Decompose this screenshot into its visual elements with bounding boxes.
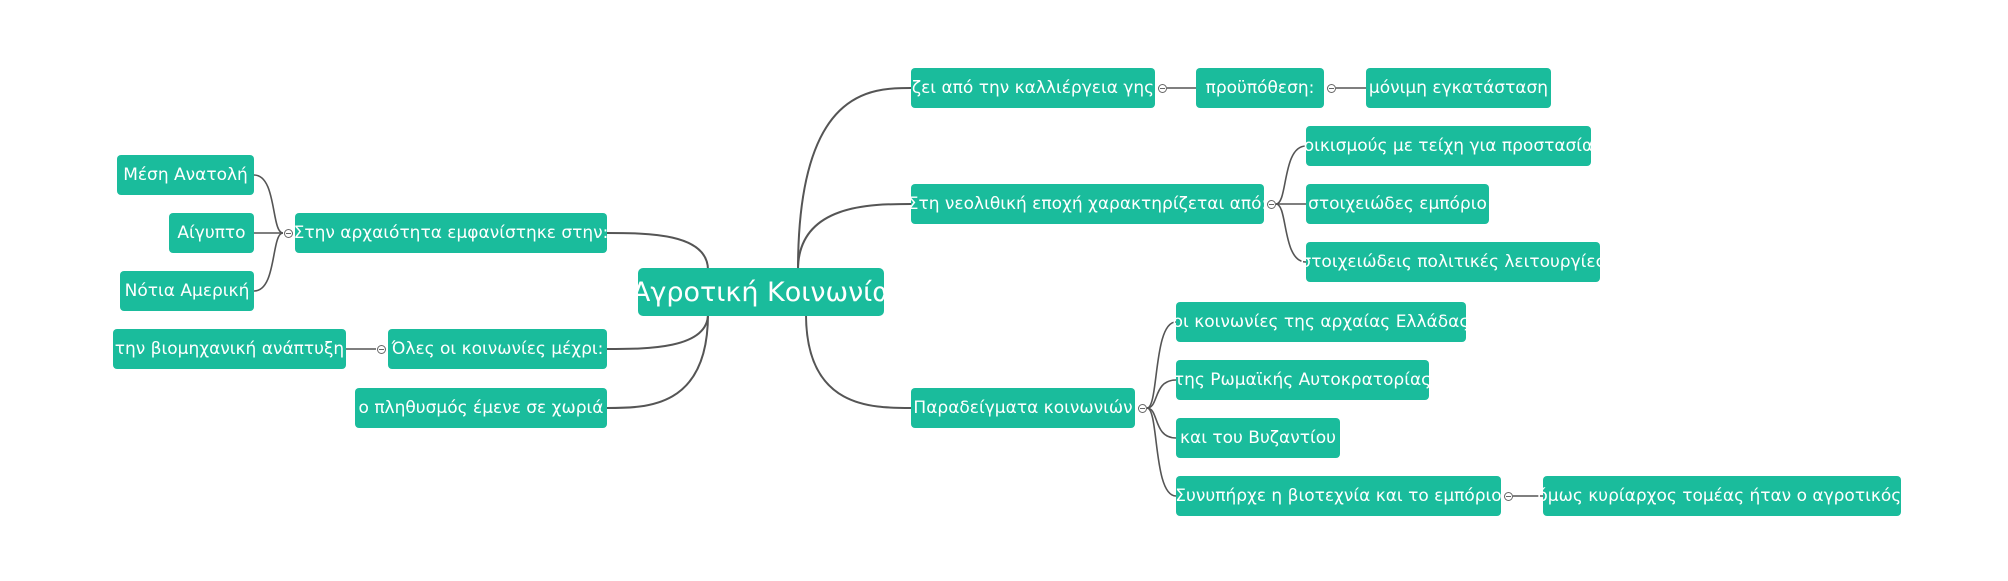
topic-ancient-greece[interactable]: οι κοινωνίες της αρχαίας Ελλάδας xyxy=(1173,302,1469,342)
root-topic[interactable]: Αγροτική Κοινωνία xyxy=(632,268,890,316)
collapse-toggle-n-r0-0[interactable] xyxy=(1326,83,1336,93)
edge-root-n-l0 xyxy=(606,232,709,271)
collapse-toggle-n-r0[interactable] xyxy=(1157,83,1167,93)
edge-n-r1-2 xyxy=(1275,203,1307,263)
topic-middle-east[interactable]: Μέση Ανατολή xyxy=(117,155,254,195)
edge-root-n-r2 xyxy=(805,313,912,409)
topic-basic-trade[interactable]: στοιχειώδες εμπόριο xyxy=(1306,184,1489,224)
edge-root-n-r1 xyxy=(797,203,912,271)
topic-society-examples[interactable]: Παραδείγματα κοινωνιών xyxy=(911,388,1135,428)
edge-n-r2-3 xyxy=(1146,407,1177,497)
topic-egypt[interactable]: Αίγυπτο xyxy=(169,213,254,253)
collapse-toggle-n-r1[interactable] xyxy=(1266,199,1276,209)
edge-n-r2-0 xyxy=(1146,321,1177,409)
topic-byzantium[interactable]: και του Βυζαντίου xyxy=(1176,418,1340,458)
collapse-toggle-n-l1[interactable] xyxy=(376,344,386,354)
topic-all-societies-until[interactable]: Όλες οι κοινωνίες μέχρι: xyxy=(388,329,607,369)
collapse-toggle-n-r2[interactable] xyxy=(1137,403,1147,413)
edge-n-l0-2 xyxy=(253,232,284,292)
topic-south-america[interactable]: Νότια Αμερική xyxy=(120,271,254,311)
edge-n-r2-1 xyxy=(1146,379,1177,409)
edge-root-n-l2 xyxy=(606,313,709,409)
edge-n-l0-0 xyxy=(253,174,284,234)
topic-antiquity-appearance[interactable]: Στην αρχαιότητα εμφανίστηκε στην: xyxy=(294,213,608,253)
topic-cultivation[interactable]: ζει από την καλλιέργεια γης xyxy=(911,68,1155,108)
collapse-toggle-n-l0[interactable] xyxy=(283,228,293,238)
topic-roman-empire[interactable]: της Ρωμαϊκής Αυτοκρατορίας xyxy=(1174,360,1431,400)
collapse-toggle-n-r2-3[interactable] xyxy=(1503,491,1513,501)
topic-agriculture-dominant[interactable]: όμως κυρίαρχος τομέας ήταν ο αγροτικός. xyxy=(1537,476,1907,516)
topic-neolithic-era[interactable]: Στη νεολιθική εποχή χαρακτηρίζεται από: xyxy=(908,184,1267,224)
edge-n-r1-0 xyxy=(1275,145,1307,205)
topic-industrial-development[interactable]: την βιομηχανική ανάπτυξη xyxy=(113,329,346,369)
topic-population-villages[interactable]: ο πληθυσμός έμενε σε χωριά xyxy=(355,388,607,428)
topic-basic-political-functions[interactable]: στοιχειώδεις πολιτικές λειτουργίες xyxy=(1300,242,1606,282)
topic-walled-settlements[interactable]: οικισμούς με τείχη για προστασία xyxy=(1304,126,1593,166)
topic-permanent-settlement[interactable]: μόνιμη εγκατάσταση xyxy=(1366,68,1551,108)
edge-root-n-r0 xyxy=(797,87,912,271)
topic-crafts-and-trade[interactable]: Συνυπήρχε η βιοτεχνία και το εμπόριο xyxy=(1175,476,1502,516)
edge-root-n-l1 xyxy=(606,313,709,350)
topic-prerequisite[interactable]: προϋπόθεση: xyxy=(1196,68,1324,108)
